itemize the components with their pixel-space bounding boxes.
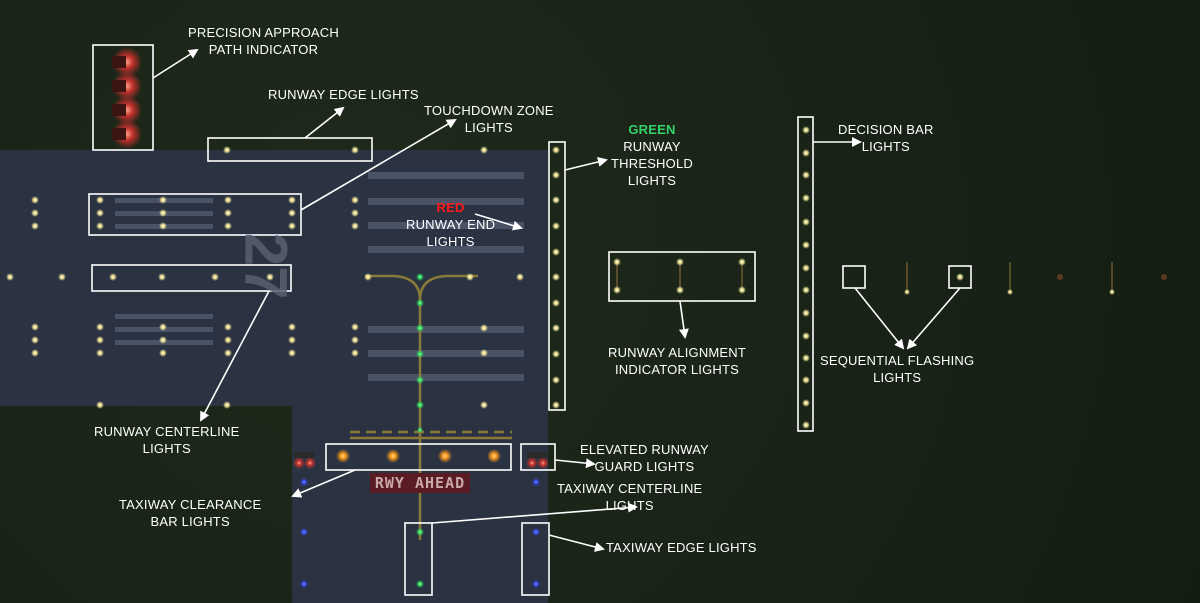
runway-ahead-sign: RWY AHEAD: [370, 473, 470, 493]
sequential-flashing-lights: [904, 262, 1167, 295]
threshold-color-word: GREEN: [628, 122, 676, 137]
callout-boxes: [88, 44, 972, 596]
label-taxiway-centerline: TAXIWAY CENTERLINE LIGHTS: [557, 481, 703, 513]
label-threshold-lights: GREEN RUNWAY THRESHOLD LIGHTS: [611, 122, 693, 188]
papi-units: [112, 47, 142, 149]
label-alignment-indicator: RUNWAY ALIGNMENT INDICATOR LIGHTS: [608, 345, 747, 377]
taxiway-edge-lights: [300, 478, 540, 588]
label-papi: PRECISION APPROACH PATH INDICATOR: [188, 25, 339, 57]
label-touchdown-zone: TOUCHDOWN ZONE LIGHTS: [424, 103, 554, 135]
runway-lights: [6, 146, 524, 409]
end-color-word: RED: [436, 200, 465, 215]
green-centerline-lights: [416, 273, 424, 588]
clearance-bar-lights: [336, 449, 501, 463]
threshold-lights: [552, 146, 560, 409]
leader-arrows: [152, 48, 961, 552]
label-runway-centerline: RUNWAY CENTERLINE LIGHTS: [94, 424, 240, 456]
label-sequential-flashing: SEQUENTIAL FLASHING LIGHTS: [820, 353, 975, 385]
guard-light-fixtures: [293, 452, 549, 469]
grass-fillet: [200, 406, 292, 470]
label-decision-bar: DECISION BAR LIGHTS: [838, 122, 934, 154]
runway-number-marking: 27: [232, 232, 300, 300]
decision-bar-lights: [802, 126, 810, 429]
label-runway-edge-lights: RUNWAY EDGE LIGHTS: [268, 87, 419, 102]
label-runway-end-lights: RED RUNWAY END LIGHTS: [406, 200, 496, 249]
label-guard-lights: ELEVATED RUNWAY GUARD LIGHTS: [580, 442, 709, 474]
alignment-indicator-lights: [613, 258, 746, 294]
label-taxiway-edge-lights: TAXIWAY EDGE LIGHTS: [606, 540, 757, 555]
label-clearance-bar: TAXIWAY CLEARANCE BAR LIGHTS: [119, 497, 262, 529]
